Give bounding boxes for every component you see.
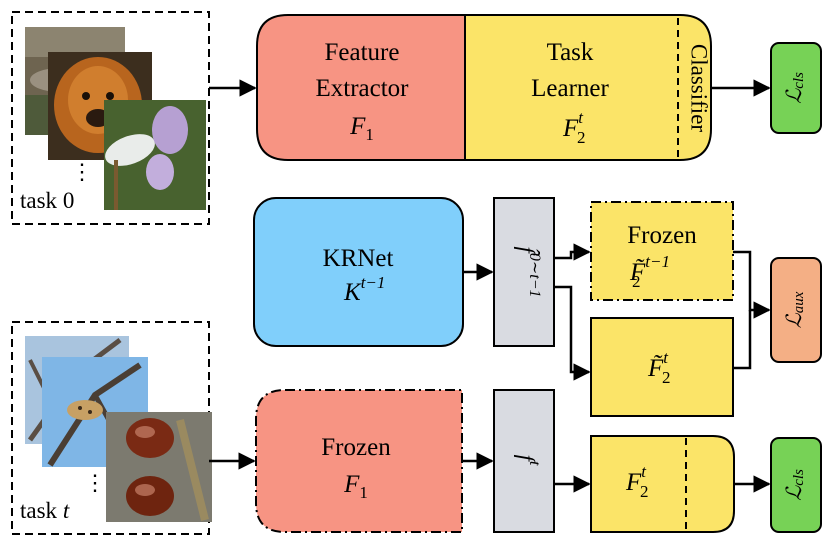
chestnut-photo bbox=[106, 412, 212, 522]
classifier-label: Classifier bbox=[687, 44, 712, 132]
loss-cls-bottom-label: ℒcls bbox=[782, 469, 808, 501]
projector-old-label: f̂0∼t−1 bbox=[514, 246, 544, 297]
arrow-current-learner-to-aux bbox=[733, 310, 752, 370]
feature-extractor-symbol: F1 bbox=[349, 113, 374, 144]
krnet-block: KRNet Kt−1 bbox=[253, 197, 464, 347]
arrow-projector-to-frozen-learner bbox=[554, 243, 591, 261]
arrow-projector-to-current-learner bbox=[554, 285, 591, 381]
feature-extractor-box bbox=[256, 14, 466, 161]
feature-extractor-line1: Feature bbox=[325, 39, 400, 66]
loss-cls-bottom-box bbox=[770, 437, 822, 533]
feature-extractor-line2: Extractor bbox=[315, 75, 409, 102]
task-t-label: task t bbox=[20, 498, 70, 523]
krnet-name: KRNet bbox=[323, 245, 394, 272]
bottom-learner-box bbox=[590, 435, 735, 533]
loss-aux-box bbox=[770, 257, 822, 363]
flower-photo bbox=[104, 100, 206, 210]
arrows bbox=[209, 79, 771, 493]
frozen-extractor-symbol: F1 bbox=[343, 471, 368, 502]
task-learner-line2: Learner bbox=[531, 75, 609, 102]
projector-new-label: ft bbox=[514, 455, 544, 466]
loss-aux: ℒaux bbox=[770, 257, 822, 363]
frozen-old-learner-box bbox=[590, 201, 734, 301]
loss-cls-top: ℒcls bbox=[770, 42, 822, 134]
frozen-extractor-box bbox=[255, 389, 463, 533]
input-group-task-t: ⋮ task t bbox=[11, 321, 212, 535]
loss-aux-label: ℒaux bbox=[782, 291, 808, 328]
task-0-label: task 0 bbox=[20, 188, 74, 213]
input-box-task-0 bbox=[11, 11, 210, 225]
loss-cls-top-box bbox=[770, 42, 822, 134]
loss-cls-top-label: ℒcls bbox=[782, 72, 808, 104]
frozen-old-learner-title: Frozen bbox=[627, 222, 697, 249]
krnet-symbol: Kt−1 bbox=[343, 273, 385, 306]
frozen-extractor-title: Frozen bbox=[321, 434, 391, 461]
frozen-extractor-block: Frozen F1 bbox=[255, 389, 463, 533]
projector-old-block: f̂0∼t−1 bbox=[493, 197, 555, 347]
loss-cls-bottom: ℒcls bbox=[770, 437, 822, 533]
projector-new-box bbox=[493, 389, 555, 533]
current-old-learner-box bbox=[590, 317, 734, 417]
input-group-task-0: ⋮ task 0 bbox=[11, 11, 210, 225]
arrow-frozen-learner-to-aux bbox=[733, 250, 771, 319]
projector-new-block: ft bbox=[493, 389, 555, 533]
dog-photo bbox=[48, 52, 152, 160]
task-learner-box bbox=[464, 14, 712, 161]
projector-old-box bbox=[493, 197, 555, 347]
task-learner-line1: Task bbox=[547, 39, 594, 66]
krnet-box bbox=[253, 197, 464, 347]
ellipsis-task-0: ⋮ bbox=[71, 159, 93, 184]
ellipsis-task-t: ⋮ bbox=[84, 470, 106, 495]
